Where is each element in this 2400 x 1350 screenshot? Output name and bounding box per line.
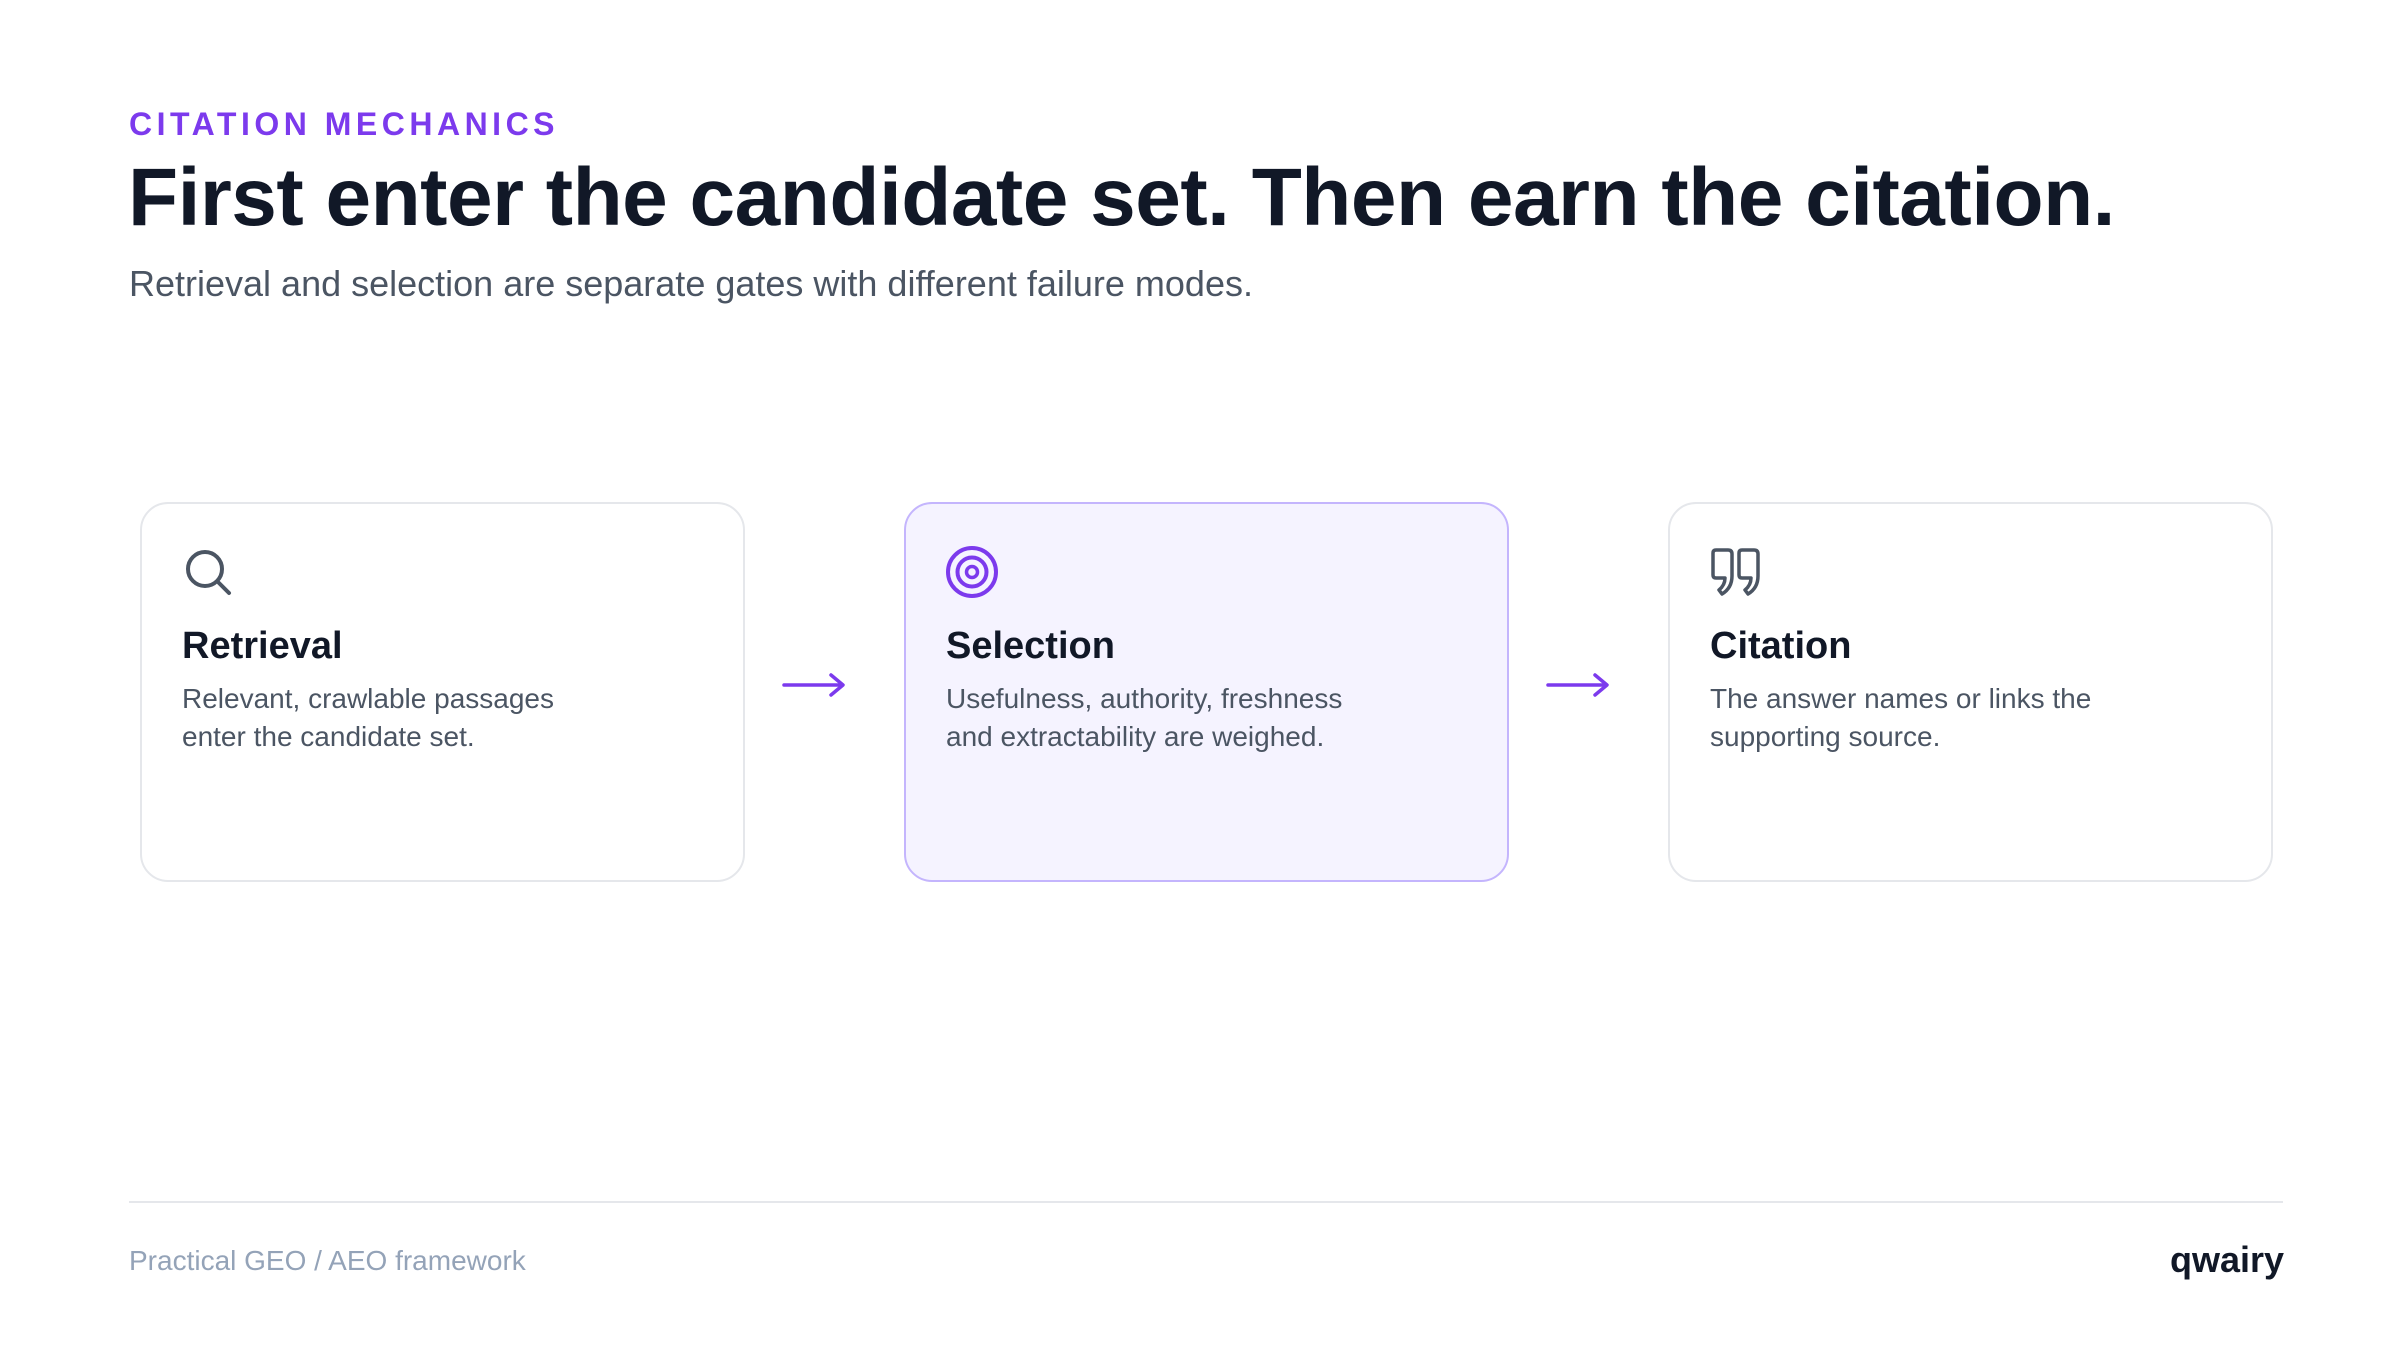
step-description: The answer names or links the supporting… [1710, 683, 2092, 752]
brand-logo: qwairy [2169, 1239, 2284, 1280]
step-card-retrieval: Retrieval Relevant, crawlable passages e… [140, 502, 745, 882]
page-subtitle: Retrieval and selection are separate gat… [129, 263, 1253, 304]
step-description: Relevant, crawlable passages enter the c… [182, 683, 554, 752]
quote-icon [1708, 544, 1764, 600]
step-title: Retrieval [182, 625, 343, 667]
page-title: First enter the candidate set. Then earn… [128, 152, 2115, 243]
arrow-right-icon [1546, 668, 1610, 702]
search-icon [180, 544, 236, 600]
target-icon [944, 544, 1000, 600]
step-card-citation: Citation The answer names or links the s… [1668, 502, 2273, 882]
arrow-right-icon [782, 668, 846, 702]
eyebrow-label: CITATION MECHANICS [129, 106, 560, 142]
step-card-selection: Selection Usefulness, authority, freshne… [904, 502, 1509, 882]
footer-divider [129, 1201, 2283, 1203]
footer-caption: Practical GEO / AEO framework [129, 1245, 526, 1276]
step-title: Selection [946, 625, 1115, 667]
step-description: Usefulness, authority, freshness and ext… [946, 683, 1343, 752]
step-title: Citation [1710, 625, 1852, 667]
